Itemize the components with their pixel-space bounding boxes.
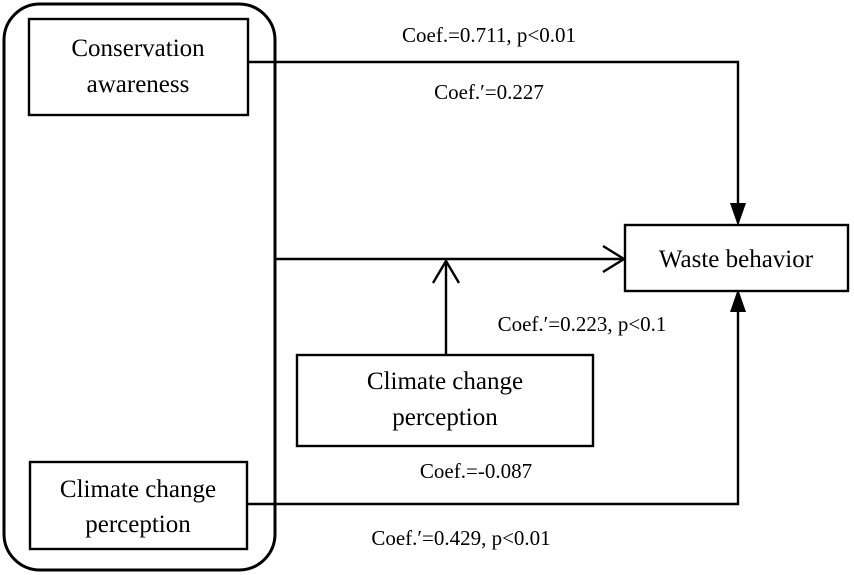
node-conservation-awareness-label-line1: Conservation <box>71 35 205 62</box>
edge-label-bottom-primary: Coef.=-0.087 <box>420 459 532 483</box>
node-climate-change-perception-mediator-label-line2: perception <box>392 404 498 431</box>
edge-climate-change-perception-to-waste-behavior <box>247 302 740 506</box>
node-climate-change-perception-mediator[interactable] <box>295 353 595 448</box>
arrowhead-open-up-into-mediated-path <box>431 258 461 284</box>
node-climate-change-perception-predictor-label-line1: Climate change <box>60 476 216 503</box>
node-waste-behavior[interactable] <box>623 223 850 293</box>
arrowhead-bottom-into-waste-behavior <box>730 289 746 312</box>
edge-conservation-awareness-to-waste-behavior <box>248 60 740 214</box>
edge-label-bottom-secondary: Coef.′=0.429, p<0.01 <box>371 526 550 550</box>
node-conservation-awareness-label-line2: awareness <box>87 71 190 98</box>
edge-label-top-primary: Coef.=0.711, p<0.01 <box>402 23 576 47</box>
node-waste-behavior-label: Waste behavior <box>659 246 814 273</box>
node-conservation-awareness[interactable] <box>27 17 250 117</box>
node-climate-change-perception-mediator-label-line1: Climate change <box>367 368 523 395</box>
predictor-group-container <box>2 2 277 572</box>
arrowhead-top-into-waste-behavior <box>730 203 746 226</box>
node-climate-change-perception-predictor[interactable] <box>28 460 249 551</box>
node-climate-change-perception-predictor-label-line2: perception <box>85 511 191 538</box>
edge-label-top-secondary: Coef.′=0.227 <box>434 80 544 104</box>
edge-label-middle: Coef.′=0.223, p<0.1 <box>498 312 667 336</box>
